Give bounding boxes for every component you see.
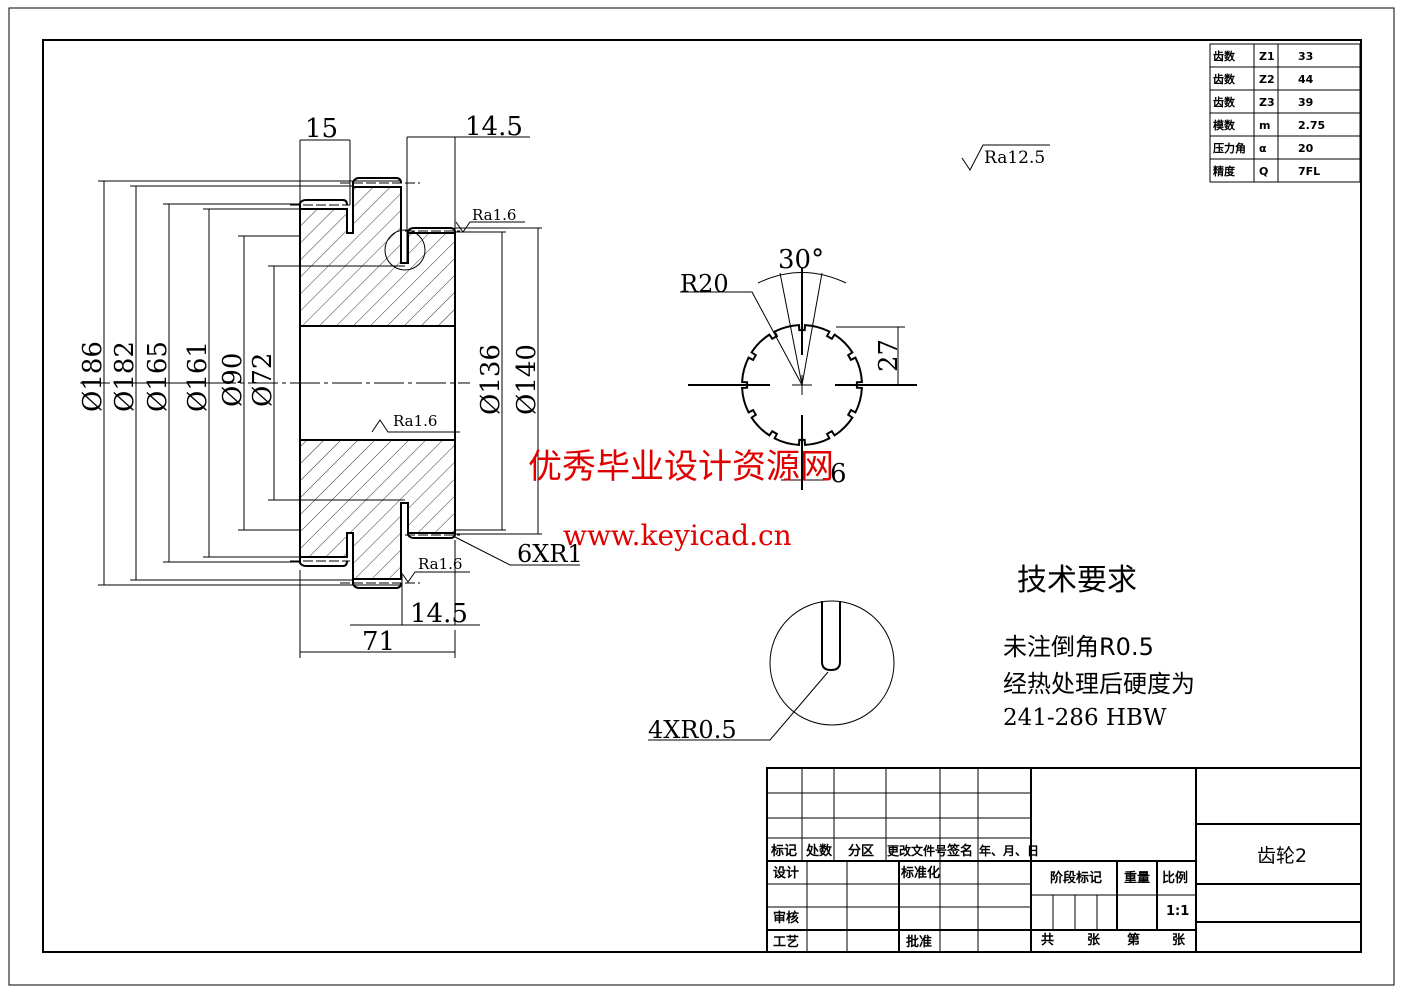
watermark-title: 优秀毕业设计资源网 bbox=[528, 447, 834, 487]
tech-line: 经热处理后硬度为 bbox=[1003, 670, 1195, 698]
param-symbol: Z1 bbox=[1259, 50, 1275, 63]
scale-value: 1:1 bbox=[1166, 904, 1189, 919]
dim-d90: Ø90 bbox=[218, 353, 248, 407]
param-symbol: Z2 bbox=[1259, 73, 1275, 86]
dim-d136: Ø136 bbox=[476, 344, 506, 415]
dim-d165: Ø165 bbox=[143, 341, 173, 412]
label-total: 共 bbox=[1041, 932, 1054, 948]
param-name: 压力角 bbox=[1213, 141, 1246, 155]
outer-border bbox=[8, 7, 1395, 986]
param-symbol: Z3 bbox=[1259, 96, 1275, 109]
gear-parameter-table: 齿数 Z1 33 齿数 Z2 44 齿数 Z3 39 模数 m 2.75 压力角 α 20 精度 Q 7FL bbox=[1209, 43, 1361, 183]
param-name: 模数 bbox=[1213, 118, 1236, 132]
roughness-label: Ra12.5 bbox=[984, 148, 1045, 168]
fillet-note: 6XR1 bbox=[517, 540, 583, 568]
dim-14-5-bottom: 14.5 bbox=[410, 599, 468, 629]
dim-d182: Ø182 bbox=[110, 341, 140, 412]
dim-14-5-top: 14.5 bbox=[465, 112, 523, 142]
dim-d140: Ø140 bbox=[512, 344, 542, 415]
param-value: 20 bbox=[1298, 142, 1314, 155]
tech-line: 241-286 HBW bbox=[1003, 705, 1167, 731]
label-weight: 重量 bbox=[1124, 870, 1150, 886]
header-change-doc: 更改文件号 bbox=[887, 843, 947, 858]
label-sheets: 张 bbox=[1087, 933, 1101, 948]
dim-27: 27 bbox=[874, 339, 904, 372]
param-value: 7FL bbox=[1298, 165, 1320, 178]
roughness-ra16: Ra1.6 bbox=[472, 206, 516, 224]
dim-6: 6 bbox=[830, 459, 847, 489]
roughness-ra16: Ra1.6 bbox=[393, 412, 437, 430]
gear-section-view: 15 14.5 14.5 71 Ø186 Ø182 Ø165 Ø161 Ø90 … bbox=[78, 112, 583, 658]
title-block: 标记 处数 分区 更改文件号 签名 年、月、日 设计 标准化 审核 工艺 批准 … bbox=[766, 767, 1362, 953]
header-signature: 签名 bbox=[946, 843, 973, 859]
dim-r20: R20 bbox=[680, 270, 729, 298]
param-name: 齿数 bbox=[1213, 49, 1236, 63]
tech-line: 未注倒角R0.5 bbox=[1003, 633, 1154, 661]
part-name: 齿轮2 bbox=[1257, 845, 1307, 867]
header-mark: 标记 bbox=[770, 843, 797, 859]
label-design: 设计 bbox=[773, 865, 799, 881]
dim-15: 15 bbox=[305, 114, 338, 144]
label-stage: 阶段标记 bbox=[1050, 870, 1102, 886]
technical-requirements: 技术要求 未注倒角R0.5 经热处理后硬度为 241-286 HBW bbox=[1003, 563, 1195, 731]
param-value: 44 bbox=[1298, 73, 1314, 86]
param-name: 精度 bbox=[1213, 164, 1236, 178]
fillet-note-detail: 4XR0.5 bbox=[648, 716, 737, 744]
param-value: 2.75 bbox=[1298, 119, 1325, 132]
param-value: 33 bbox=[1298, 50, 1313, 63]
drawing-frame bbox=[42, 39, 1362, 953]
spline-bore-outline bbox=[741, 324, 863, 446]
header-zone: 分区 bbox=[848, 843, 874, 859]
label-approve: 批准 bbox=[906, 934, 932, 950]
spline-end-view: R20 30° 27 6 bbox=[680, 245, 917, 490]
header-date: 年、月、日 bbox=[979, 843, 1039, 858]
label-scale: 比例 bbox=[1162, 870, 1188, 886]
roughness-symbol-general: Ra12.5 bbox=[961, 144, 1050, 171]
label-review: 审核 bbox=[773, 910, 799, 926]
lower-section bbox=[299, 439, 456, 580]
dim-71: 71 bbox=[362, 627, 395, 657]
label-sheets-2: 张 bbox=[1172, 933, 1186, 948]
param-symbol: Q bbox=[1259, 165, 1268, 178]
label-sheet-no: 第 bbox=[1127, 932, 1140, 948]
label-standard: 标准化 bbox=[900, 865, 940, 881]
dim-d186: Ø186 bbox=[78, 341, 108, 412]
dim-d161: Ø161 bbox=[183, 341, 213, 412]
header-count: 处数 bbox=[805, 843, 833, 859]
tech-title: 技术要求 bbox=[1017, 563, 1137, 598]
label-process: 工艺 bbox=[773, 934, 799, 950]
param-value: 39 bbox=[1298, 96, 1313, 109]
dim-d72: Ø72 bbox=[248, 353, 278, 407]
keyway-detail-view: 4XR0.5 bbox=[648, 600, 895, 744]
watermark-url: www.keyicad.cn bbox=[563, 519, 792, 552]
roughness-ra16: Ra1.6 bbox=[418, 555, 462, 573]
param-symbol: α bbox=[1259, 142, 1267, 155]
dim-30deg: 30° bbox=[778, 245, 824, 275]
param-symbol: m bbox=[1259, 119, 1270, 132]
param-name: 齿数 bbox=[1213, 72, 1236, 86]
detail-circle-marker bbox=[384, 229, 426, 271]
param-name: 齿数 bbox=[1213, 95, 1236, 109]
